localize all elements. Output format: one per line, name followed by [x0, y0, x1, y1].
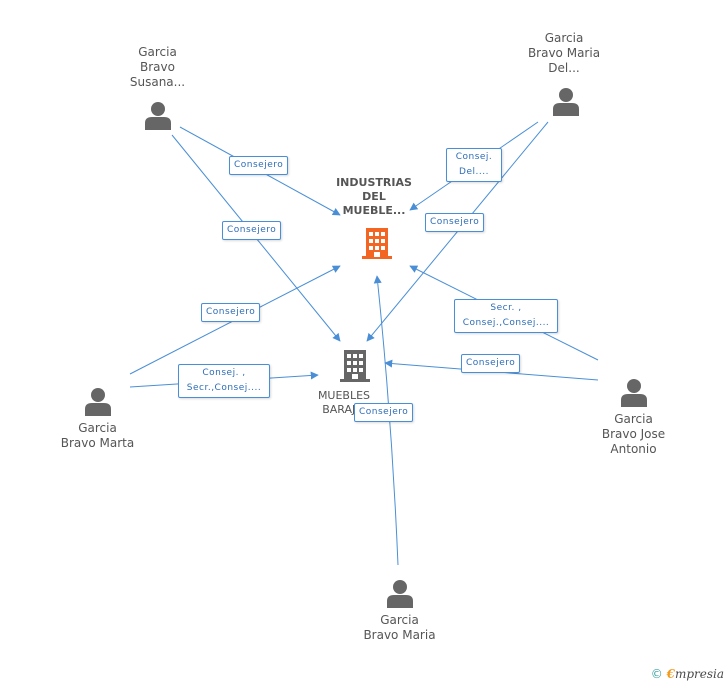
- person-maria-del-person-icon[interactable]: [553, 88, 579, 116]
- edge-label-susana-muebles[interactable]: Consejero: [222, 221, 282, 240]
- edge-label-susana-industrias[interactable]: Consejero: [229, 156, 289, 175]
- company-industrias-building-icon[interactable]: [362, 228, 392, 259]
- person-jose-person-icon[interactable]: [621, 379, 647, 407]
- person-susana-person-icon[interactable]: [145, 102, 171, 130]
- person-maria-person-icon[interactable]: [387, 580, 413, 608]
- person-maria-del-label[interactable]: Garcia Bravo Maria Del...: [527, 31, 601, 75]
- brand-footer: © €mpresia: [651, 667, 724, 681]
- edge-label-jose-industrias[interactable]: Secr. , Consej.,Consej....: [454, 299, 558, 333]
- copyright-icon: ©: [650, 667, 663, 681]
- edge-label-mariadel-industrias[interactable]: Consej. Del....: [446, 148, 502, 182]
- company-muebles-building-icon[interactable]: [340, 350, 370, 382]
- edge-label-marta-industrias[interactable]: Consejero: [201, 303, 261, 322]
- person-maria-label[interactable]: Garcia Bravo Maria: [363, 613, 436, 642]
- company-industrias-label[interactable]: INDUSTRIAS DEL MUEBLE...: [336, 176, 412, 217]
- edge-label-maria-industrias[interactable]: Consejero: [354, 403, 414, 422]
- person-marta-person-icon[interactable]: [85, 388, 111, 416]
- empresia-logo: €mpresia: [666, 667, 724, 681]
- person-marta-label[interactable]: Garcia Bravo Marta: [60, 421, 135, 450]
- edge-label-mariadel-muebles[interactable]: Consejero: [425, 213, 485, 232]
- edge-label-marta-muebles[interactable]: Consej. , Secr.,Consej....: [178, 364, 270, 398]
- edge-label-jose-muebles[interactable]: Consejero: [461, 354, 521, 373]
- person-jose-label[interactable]: Garcia Bravo Jose Antonio: [601, 412, 666, 456]
- person-susana-label[interactable]: Garcia Bravo Susana...: [129, 45, 186, 89]
